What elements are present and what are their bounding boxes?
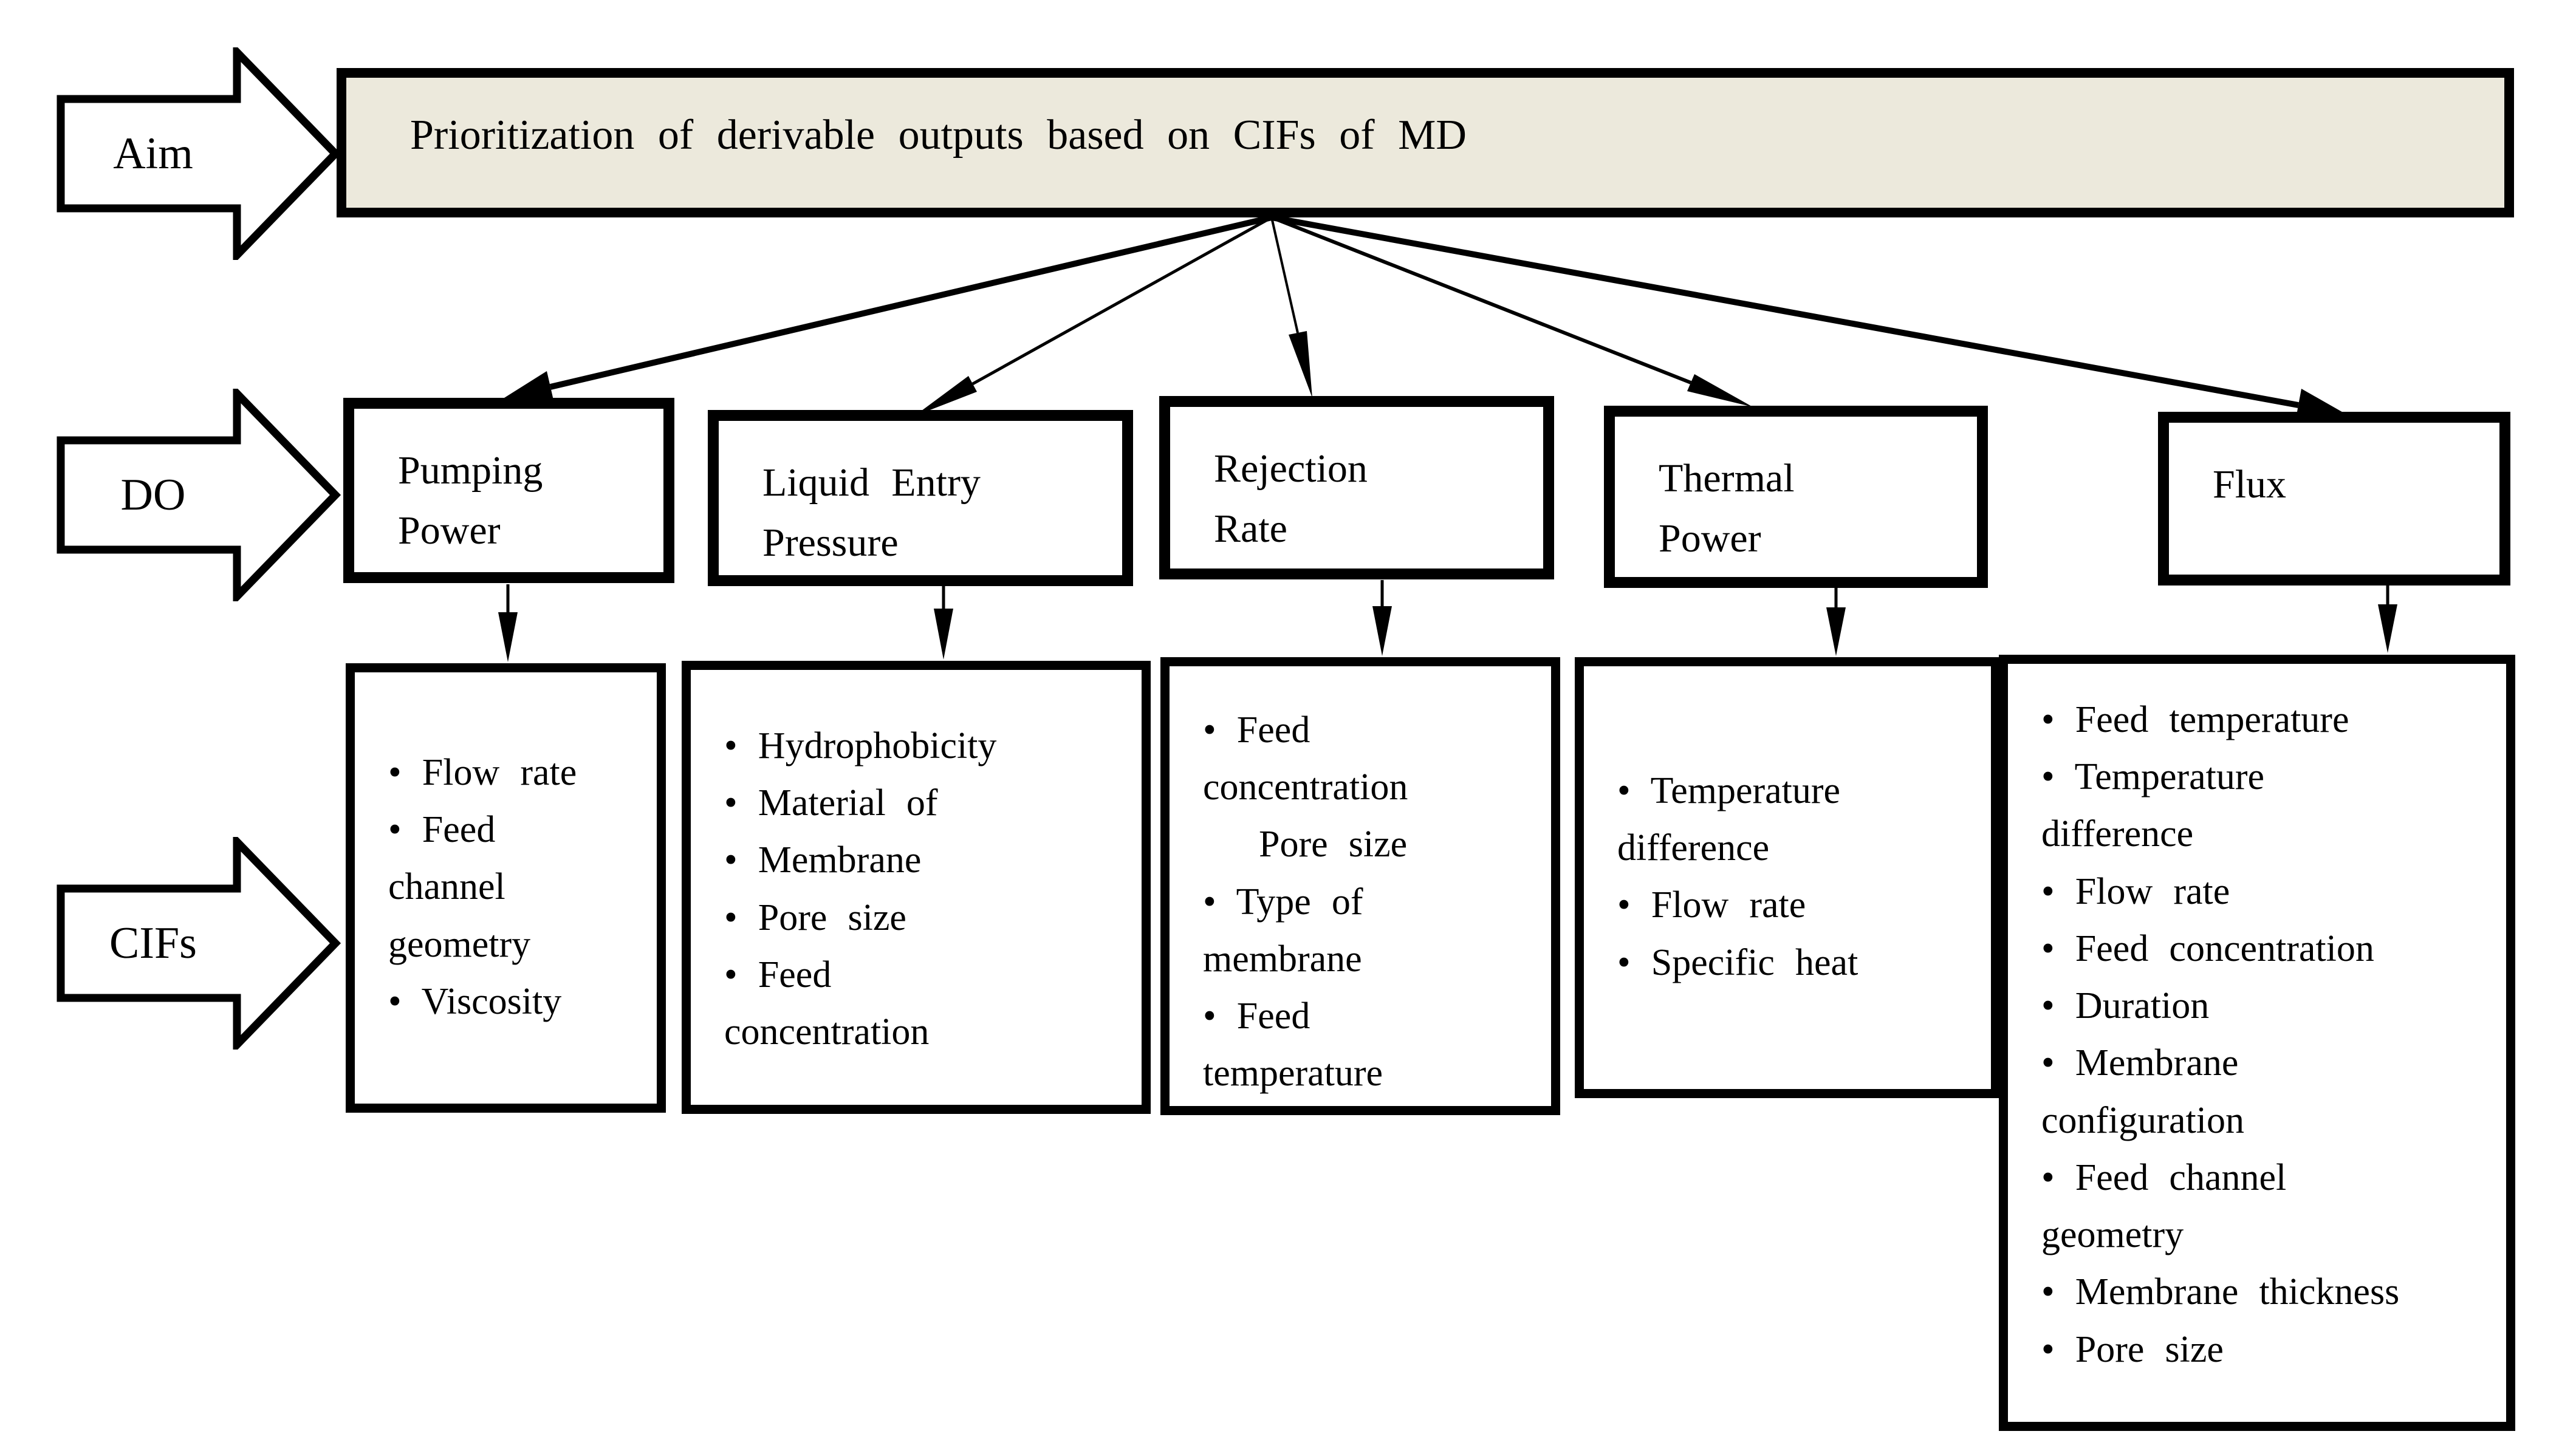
cif-list: • Feed temperature • Temperature differenc… <box>2008 664 2506 1378</box>
list-line: Liquid Entry <box>762 460 981 505</box>
list-line: Power <box>1659 516 1761 561</box>
aim-title-text: Prioritization of derivable outputs base… <box>410 112 1467 159</box>
cif-list: • Hydrophobicity • Material of • Membrane •… <box>691 670 1142 1060</box>
aim-block-arrow: Aim <box>57 47 341 260</box>
list-line: Rate <box>1214 507 1287 551</box>
list-line-bullet: • Flow rate <box>1617 884 1806 926</box>
list-line: Rejection <box>1214 446 1368 491</box>
list-line-bullet: • Temperature <box>2041 756 2265 798</box>
list-line-bullet: • Specific heat <box>1617 941 1858 983</box>
list-line-bullet: • Type of <box>1203 881 1363 923</box>
cifs-block-arrow: CIFs <box>57 837 341 1050</box>
cifs-label: CIFs <box>109 918 197 968</box>
list-line: Flux <box>2213 462 2287 507</box>
list-line-bullet: • Feed concentration <box>2041 927 2374 969</box>
list-line-bullet: • Duration <box>2041 985 2210 1027</box>
list-line: configuration <box>2041 1099 2245 1141</box>
list-line-bullet: • Material of <box>724 782 938 824</box>
list-line-bullet: • Viscosity <box>388 980 562 1022</box>
list-line-bullet: • Flow rate <box>388 752 577 793</box>
aim-label: Aim <box>113 129 193 179</box>
list-line: concentration <box>724 1011 930 1053</box>
list-line: Pressure <box>762 521 899 565</box>
list-line: membrane <box>1203 938 1362 980</box>
list-line: Pumping <box>398 448 543 493</box>
right-block-arrow-icon <box>57 837 341 1050</box>
list-line: difference <box>1617 827 1770 869</box>
cif-box-pumping-power: • Flow rate • Feed channel geometry • Viscos… <box>346 663 666 1113</box>
list-line-bullet: • Membrane thickness <box>2041 1271 2400 1313</box>
list-line-bullet: • Membrane <box>724 839 922 881</box>
list-line-bullet: • Membrane <box>2041 1042 2239 1084</box>
list-line: Power <box>398 508 501 553</box>
cif-box-thermal-power: • Temperature difference • Flow rate • Spec… <box>1575 657 2000 1098</box>
right-block-arrow-icon <box>57 389 341 601</box>
cif-list: • Temperature difference • Flow rate • Spec… <box>1584 666 1991 991</box>
list-line-bullet: • Feed <box>388 809 496 851</box>
list-line: channel <box>388 866 505 908</box>
list-line: geometry <box>2041 1214 2184 1256</box>
list-line-bullet: • Pore size <box>2041 1328 2224 1370</box>
list-line-bullet: • Feed <box>1203 995 1310 1037</box>
list-line-bullet: • Feed <box>1203 709 1310 751</box>
right-block-arrow-icon <box>57 47 341 260</box>
list-line-bullet: • Feed channel <box>2041 1156 2287 1198</box>
do-box-label: Flux <box>2169 423 2499 514</box>
aim-title-box: Prioritization of derivable outputs base… <box>337 68 2514 217</box>
list-line: geometry <box>388 923 531 965</box>
list-line-bullet: • Hydrophobicity <box>724 725 997 766</box>
list-line-bullet: • Temperature <box>1617 770 1841 811</box>
list-line-bullet: • Flow rate <box>2041 870 2230 912</box>
list-line: Pore size <box>1259 824 1408 865</box>
list-line-bullet: • Feed temperature <box>2041 699 2349 740</box>
list-line-bullet: • Feed <box>724 954 832 995</box>
list-line: concentration <box>1203 766 1408 808</box>
cif-list: • Flow rate • Feed channel geometry • Viscos… <box>355 672 657 1030</box>
cif-box-flux: • Feed temperature • Temperature differenc… <box>1999 655 2515 1431</box>
list-line: Thermal <box>1659 456 1795 500</box>
list-line: difference <box>2041 813 2194 855</box>
do-label: DO <box>121 470 186 520</box>
do-box-flux: Flux <box>2158 412 2510 586</box>
cif-box-liquid-entry-pressure: • Hydrophobicity • Material of • Membrane •… <box>682 661 1151 1114</box>
list-line-bullet: • Pore size <box>724 896 906 938</box>
list-line: temperature <box>1203 1053 1383 1094</box>
do-block-arrow: DO <box>57 389 341 601</box>
